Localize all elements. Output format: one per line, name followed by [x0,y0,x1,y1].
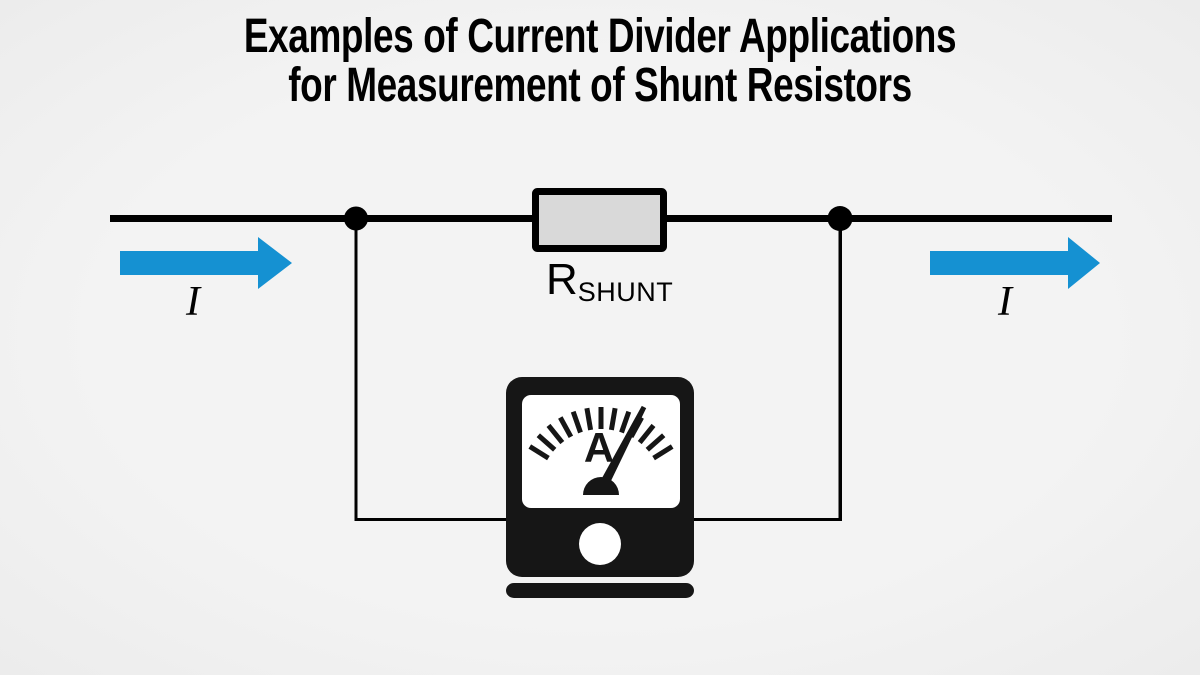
ammeter-knob [579,523,621,565]
ammeter-needle [595,405,647,495]
right-branch-wire-vertical [838,222,842,521]
current-arrow-left [120,237,292,289]
resistor-label-symbol: R [546,255,578,304]
title-line-2: for Measurement of Shunt Resistors [288,59,912,112]
current-arrow-right [930,237,1100,289]
resistor-label-subscript: SHUNT [577,277,674,307]
title-line-1: Examples of Current Divider Applications [243,10,957,63]
page-title: Examples of Current Divider Applications… [0,12,1200,110]
right-junction-dot [827,206,853,231]
ammeter-needle-pivot [583,477,619,495]
ammeter-scale-ticks [528,407,674,461]
left-branch-wire-vertical [354,222,358,521]
ammeter-icon: A [506,377,694,598]
current-label-right: I [998,279,1012,325]
shunt-resistor-label: RSHUNT [546,258,673,308]
current-label-left: I [186,279,200,325]
ammeter-base [506,583,694,598]
left-junction-dot [344,206,368,231]
right-branch-wire-horizontal [692,518,841,521]
shunt-resistor [532,188,667,252]
ammeter-unit-label: A [584,424,614,471]
left-branch-wire-horizontal [354,518,508,521]
